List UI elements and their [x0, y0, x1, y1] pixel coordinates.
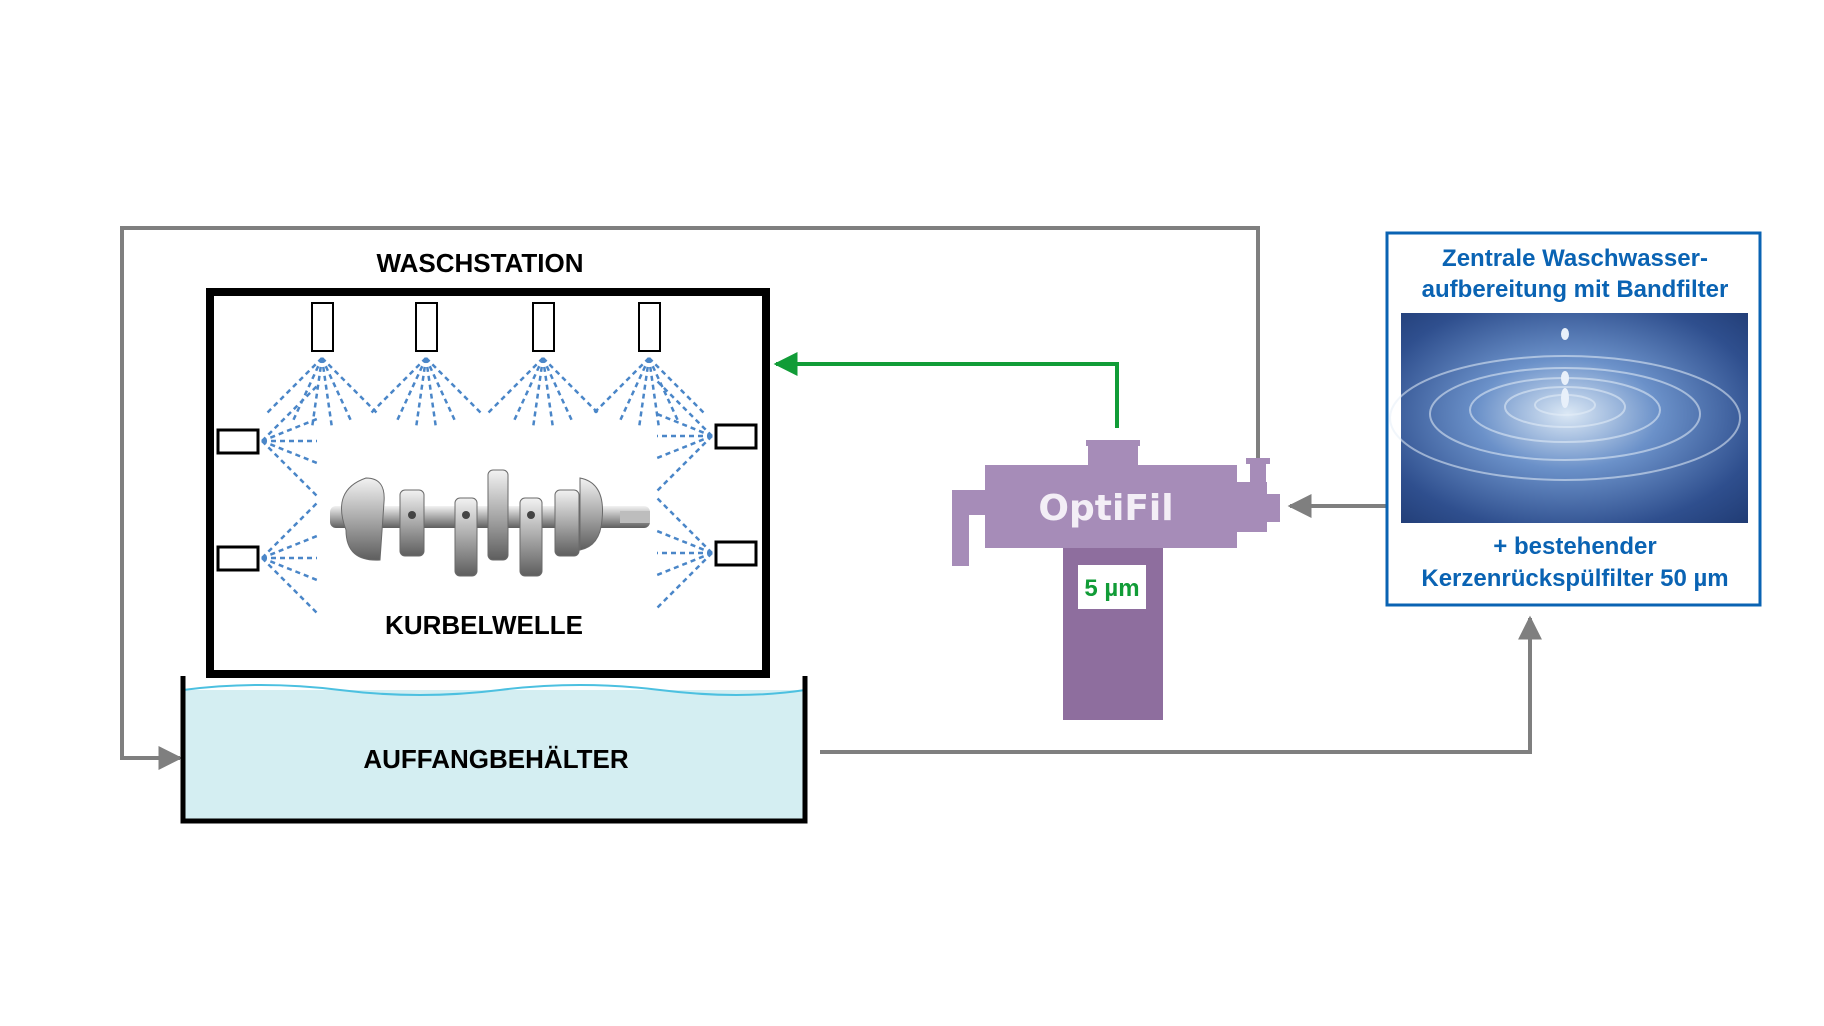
spray-line — [414, 357, 428, 429]
spray-line — [424, 357, 458, 424]
spray-line — [487, 357, 544, 414]
nozzle — [714, 540, 758, 567]
tank-fill — [183, 690, 805, 821]
spray-line — [656, 435, 713, 492]
spray-line — [290, 357, 324, 424]
filter-inlet-flange — [952, 490, 988, 515]
spray-line — [266, 357, 323, 414]
central-note-line1: + bestehender — [1493, 533, 1656, 560]
spray-line — [656, 412, 713, 438]
spray-line — [261, 556, 318, 582]
return-line-to-tank — [120, 226, 1260, 770]
spray-line — [531, 357, 545, 429]
spray-line — [541, 357, 575, 424]
filter-top-cap — [1086, 440, 1140, 446]
spray-line — [656, 380, 713, 437]
nozzle — [714, 423, 758, 450]
spray-line — [593, 357, 650, 414]
central-note-line2: Kerzenrückspülfilter 50 µm — [1421, 565, 1728, 592]
spray-line — [261, 385, 318, 442]
spray-line — [648, 357, 705, 414]
spray-line — [656, 497, 713, 554]
spray-line — [542, 357, 599, 414]
filter-body — [985, 465, 1237, 548]
filter-drain-leg — [952, 512, 969, 566]
spray-line — [656, 529, 713, 555]
spray-line — [656, 434, 713, 460]
spray-line — [647, 357, 681, 424]
spray-line — [370, 357, 427, 414]
spray-patterns — [261, 357, 713, 614]
top-nozzles — [311, 302, 661, 352]
spray-line — [261, 440, 318, 497]
central-treatment-panel: Zentrale Waschwasser- aufbereitung mit B… — [1385, 231, 1762, 607]
spray-line — [310, 357, 324, 429]
tank-walls — [180, 676, 808, 824]
nozzle — [311, 302, 334, 352]
spray-line — [656, 552, 713, 609]
filter-vent — [1250, 462, 1266, 484]
side-nozzles — [216, 423, 758, 572]
clean-water-line — [773, 352, 1119, 428]
spray-line — [261, 439, 318, 465]
spray-line — [511, 357, 545, 424]
wash-station-title: WASCHSTATION — [376, 248, 583, 278]
spray-line — [656, 551, 713, 577]
nozzle — [532, 302, 555, 352]
nozzle — [415, 302, 438, 352]
spray-line — [261, 557, 318, 614]
line-tank-to-central — [820, 615, 1542, 754]
spray-line — [261, 534, 318, 560]
spray-line — [261, 502, 318, 559]
nozzle — [216, 545, 260, 572]
water-drop-ripple-icon — [1389, 313, 1748, 523]
filter-rating: 5 µm — [1084, 575, 1139, 602]
crankshaft-icon — [330, 469, 650, 577]
spray-line — [321, 357, 378, 414]
nozzle — [638, 302, 661, 352]
filter-rating-badge — [1078, 565, 1146, 609]
spray-line — [425, 357, 482, 414]
filter-brand: OptiFil — [1038, 488, 1173, 529]
tank-water-surface — [182, 684, 806, 696]
spray-line — [424, 357, 438, 429]
spray-line — [394, 357, 428, 424]
central-title-line2: aufbereitung mit Bandfilter — [1422, 276, 1729, 303]
spray-line — [617, 357, 651, 424]
spray-line — [541, 357, 555, 429]
part-label: KURBELWELLE — [385, 610, 583, 640]
central-title-line1: Zentrale Waschwasser- — [1442, 245, 1708, 272]
optifil-filter: OptiFil 5 µm — [952, 440, 1280, 720]
tank-label: AUFFANGBEHÄLTER — [363, 744, 629, 774]
nozzle — [216, 428, 260, 455]
spray-line — [637, 357, 651, 429]
filter-top-dome — [1088, 442, 1138, 468]
spray-line — [320, 357, 334, 429]
spray-line — [261, 417, 318, 443]
filter-vent-cap — [1246, 458, 1270, 464]
spray-line — [320, 357, 354, 424]
spray-line — [647, 357, 661, 429]
filter-outlet-flange — [1252, 494, 1280, 522]
